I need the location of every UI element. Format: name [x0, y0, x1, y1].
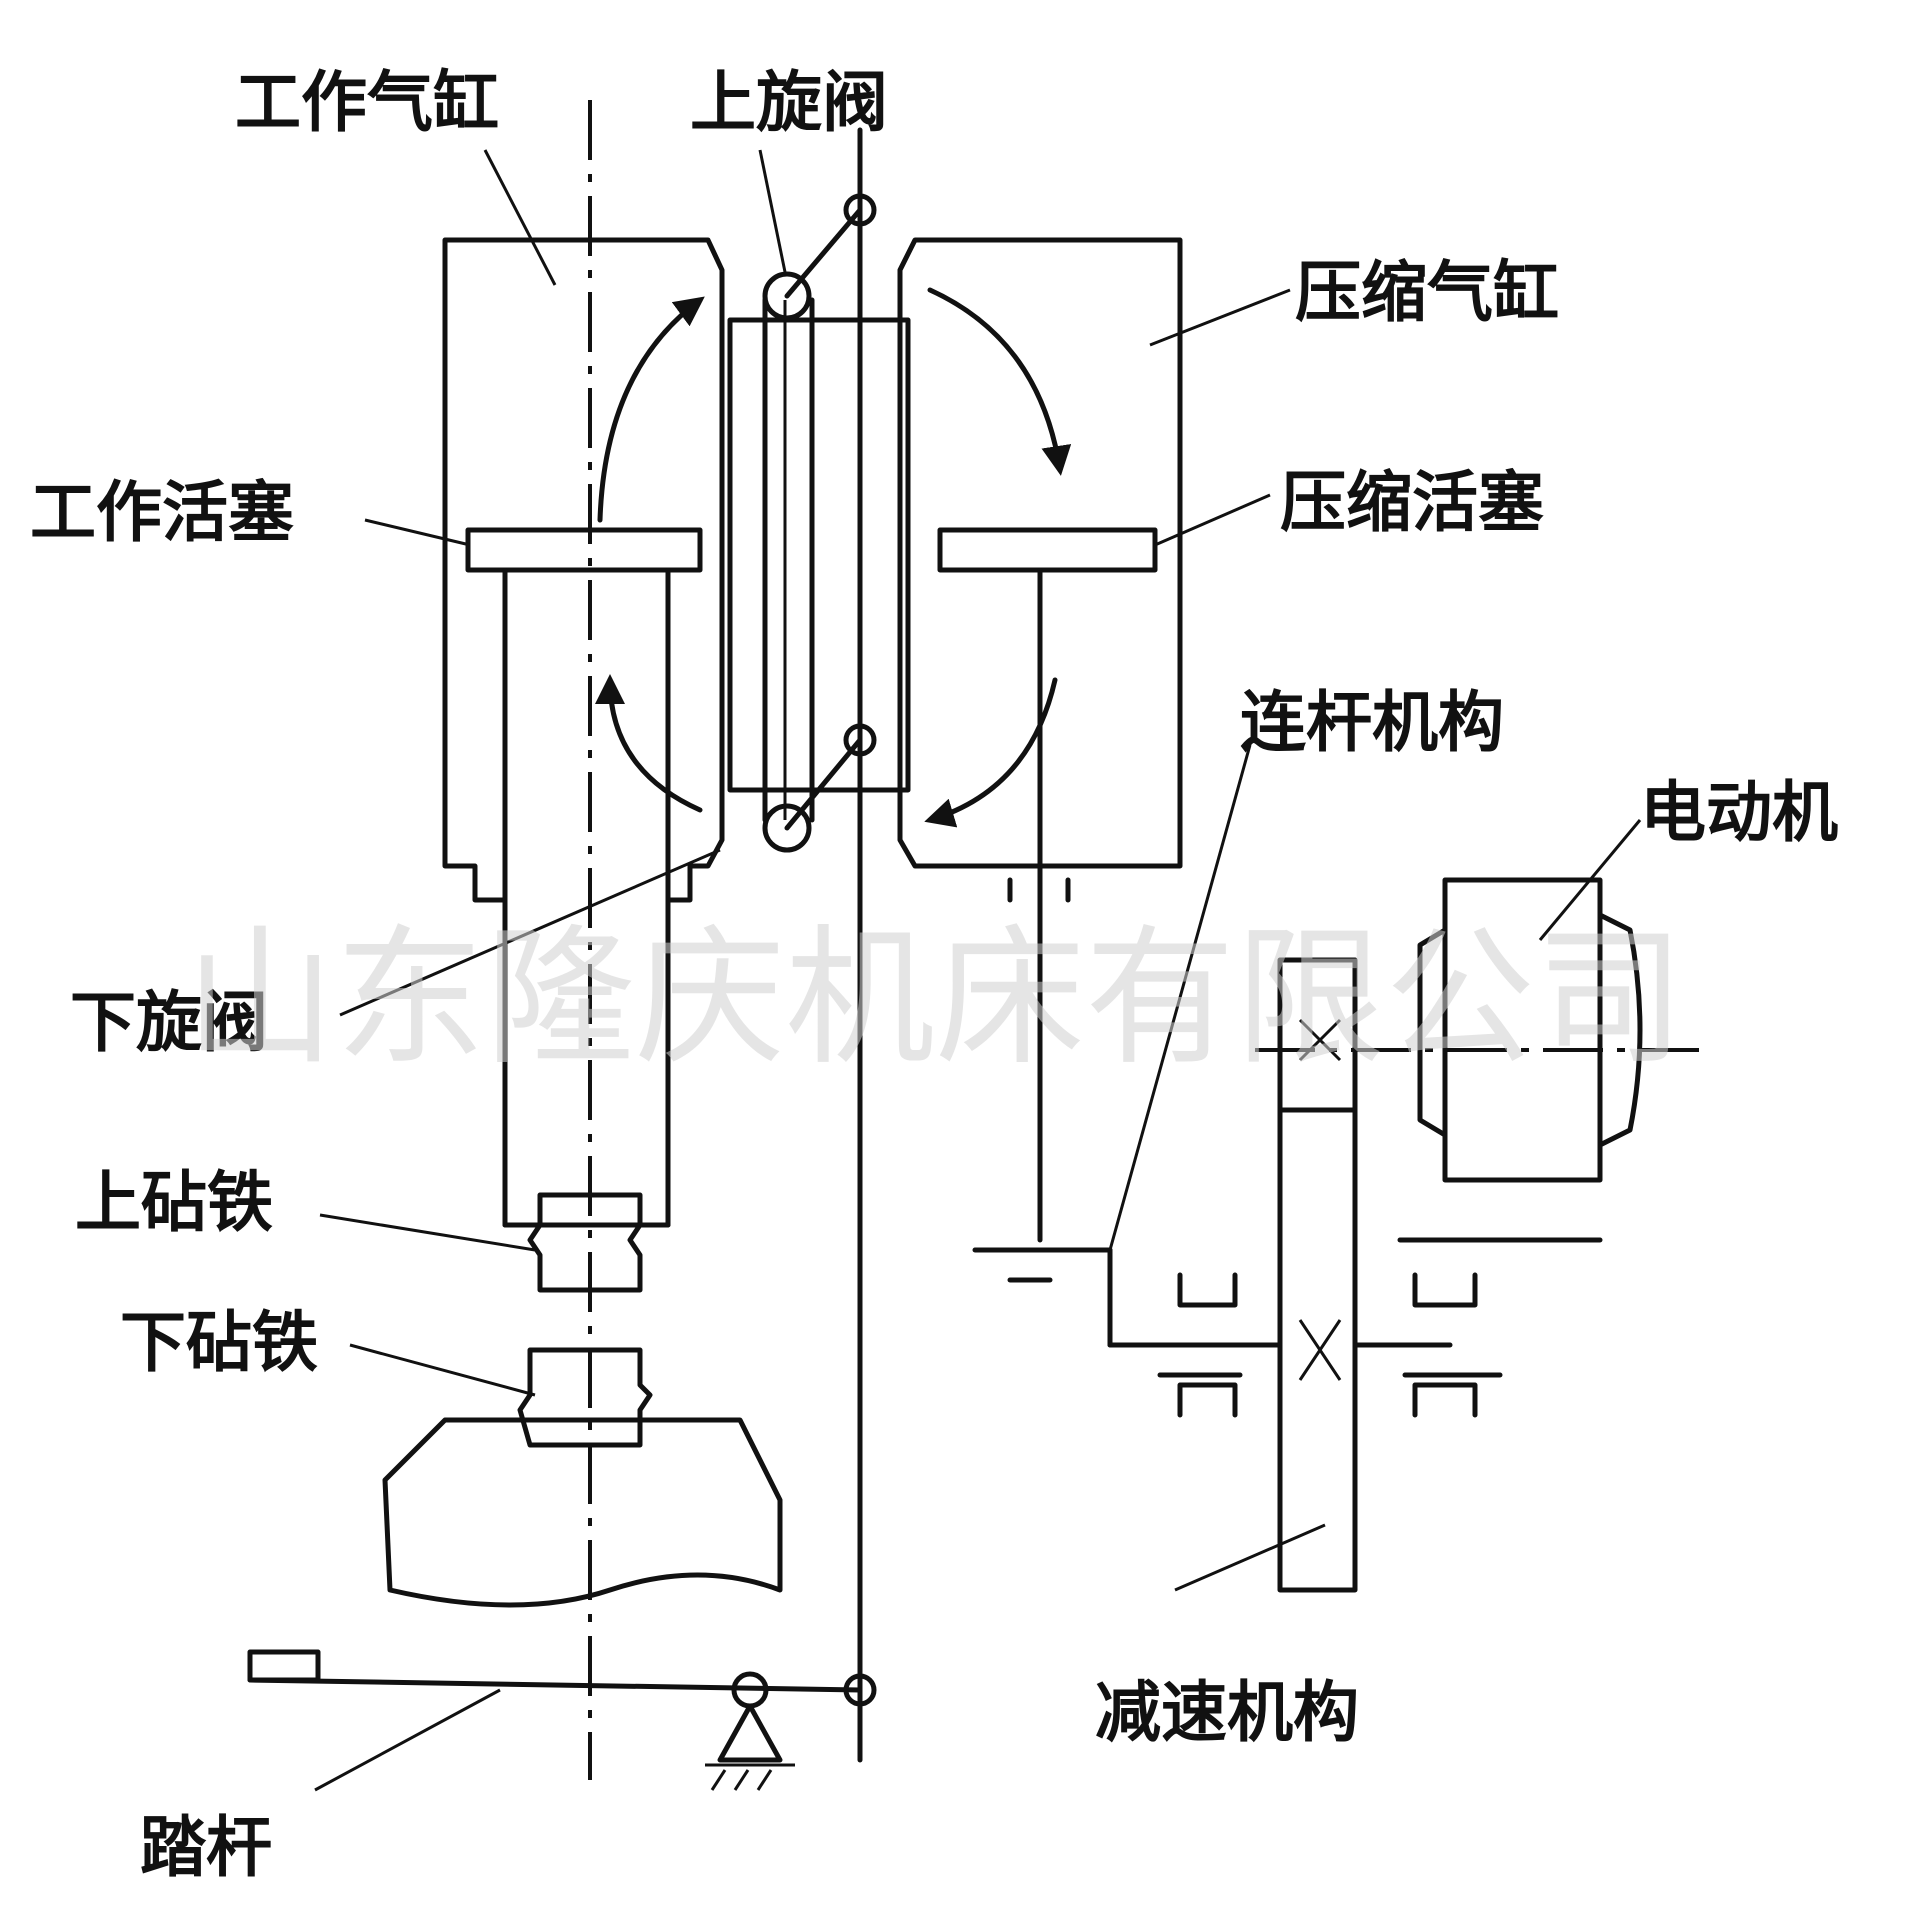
fulcrum-support [717, 1703, 783, 1763]
lower-anvil [517, 1347, 653, 1448]
label-lower-rotary-valve: 下旋阀 [70, 984, 268, 1061]
label-upper-rotary-valve: 上旋阀 [690, 64, 888, 141]
compress-cylinder-body [897, 237, 1183, 869]
anvil-base [382, 1417, 783, 1608]
work-piston [465, 527, 703, 573]
label-motor: 电动机 [1640, 774, 1838, 851]
valve-chamber [727, 317, 911, 793]
label-compress-piston: 压缩活塞 [1280, 464, 1544, 541]
label-linkage: 连杆机构 [1240, 684, 1504, 761]
pedal-end [247, 1649, 321, 1683]
watermark: 山东隆庆机床有限公司 [185, 912, 1685, 1086]
flow-arrow-up-left [597, 296, 705, 523]
flow-arrow-lower-left [595, 674, 703, 813]
label-lower-anvil: 下砧铁 [120, 1304, 318, 1381]
label-pedal: 踏杆 [140, 1809, 272, 1886]
upper-valve-circle [762, 271, 812, 321]
bearing-left-top [1177, 1272, 1238, 1308]
bearing-left-bottom [1177, 1382, 1238, 1418]
lower-valve-circle [762, 803, 812, 853]
motor-body [1442, 877, 1603, 1183]
pedal-bar [247, 1677, 863, 1693]
pedal-link-pivot [843, 1673, 877, 1707]
flow-arrow-lower-right [924, 677, 1058, 828]
label-compress-cylinder: 压缩气缸 [1295, 254, 1559, 331]
label-work-cylinder: 工作气缸 [235, 64, 499, 141]
flow-arrow-right-down [927, 287, 1072, 476]
label-reducer: 减速机构 [1095, 1674, 1359, 1751]
bearing-right-top [1412, 1272, 1478, 1308]
reducer-gear-lower [1277, 1107, 1358, 1593]
bearing-right-bottom [1412, 1382, 1478, 1418]
compress-piston [937, 527, 1158, 573]
upper-anvil [527, 1192, 643, 1293]
label-upper-anvil: 上砧铁 [75, 1164, 273, 1241]
label-work-piston: 工作活塞 [30, 474, 294, 551]
motor-end-cap [1597, 912, 1643, 1148]
